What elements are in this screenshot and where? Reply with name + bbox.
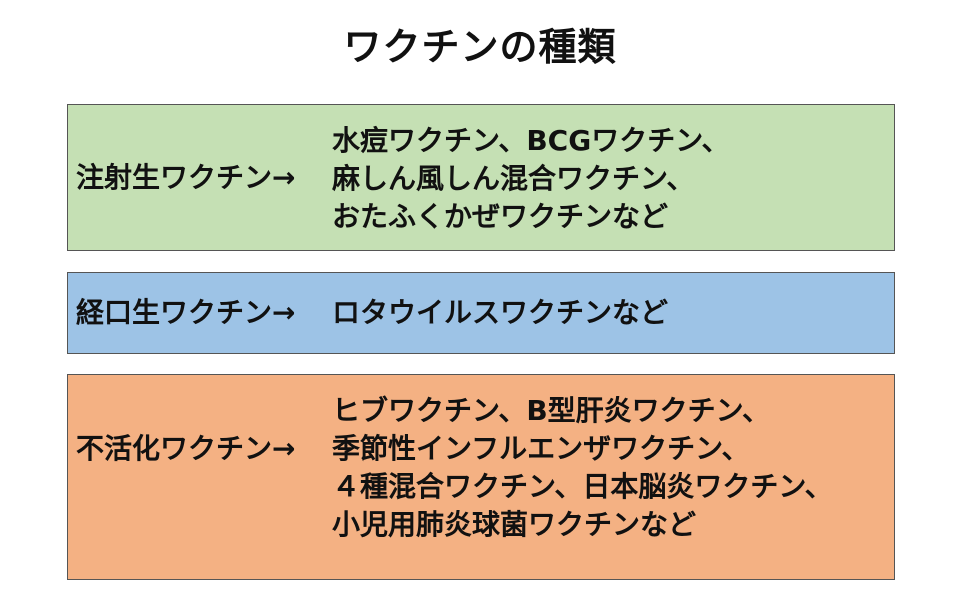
example-line: 季節性インフルエンザワクチン、 <box>332 432 750 465</box>
category-examples: 水痘ワクチン、BCGワクチン、 麻しん風しん混合ワクチン、 おたふくかぜワクチン… <box>332 122 730 236</box>
example-line: ヒブワクチン、B型肝炎ワクチン、 <box>332 394 770 427</box>
arrow-icon: → <box>272 296 296 329</box>
category-label: 経口生ワクチン→ <box>76 294 295 332</box>
category-name: 注射生ワクチン <box>76 161 273 194</box>
category-label: 不活化ワクチン→ <box>76 430 295 468</box>
example-line: 麻しん風しん混合ワクチン、 <box>332 162 695 195</box>
example-line: ４種混合ワクチン、日本脳炎ワクチン、 <box>332 470 833 503</box>
example-line: おたふくかぜワクチンなど <box>332 200 669 233</box>
category-examples: ヒブワクチン、B型肝炎ワクチン、 季節性インフルエンザワクチン、 ４種混合ワクチ… <box>332 392 833 544</box>
example-line: 小児用肺炎球菌ワクチンなど <box>332 508 697 541</box>
category-label: 注射生ワクチン→ <box>76 159 295 197</box>
example-line: ロタウイルスワクチンなど <box>332 296 669 329</box>
category-box-oral-live: 経口生ワクチン→ ロタウイルスワクチンなど <box>67 272 895 354</box>
category-box-inactivated: 不活化ワクチン→ ヒブワクチン、B型肝炎ワクチン、 季節性インフルエンザワクチン… <box>67 374 895 580</box>
category-name: 経口生ワクチン <box>76 296 273 329</box>
page-title: ワクチンの種類 <box>343 25 617 69</box>
arrow-icon: → <box>272 432 296 465</box>
arrow-icon: → <box>272 161 296 194</box>
category-name: 不活化ワクチン <box>76 432 273 465</box>
category-box-injectable-live: 注射生ワクチン→ 水痘ワクチン、BCGワクチン、 麻しん風しん混合ワクチン、 お… <box>67 104 895 251</box>
category-examples: ロタウイルスワクチンなど <box>332 294 668 332</box>
example-line: 水痘ワクチン、BCGワクチン、 <box>332 124 730 157</box>
